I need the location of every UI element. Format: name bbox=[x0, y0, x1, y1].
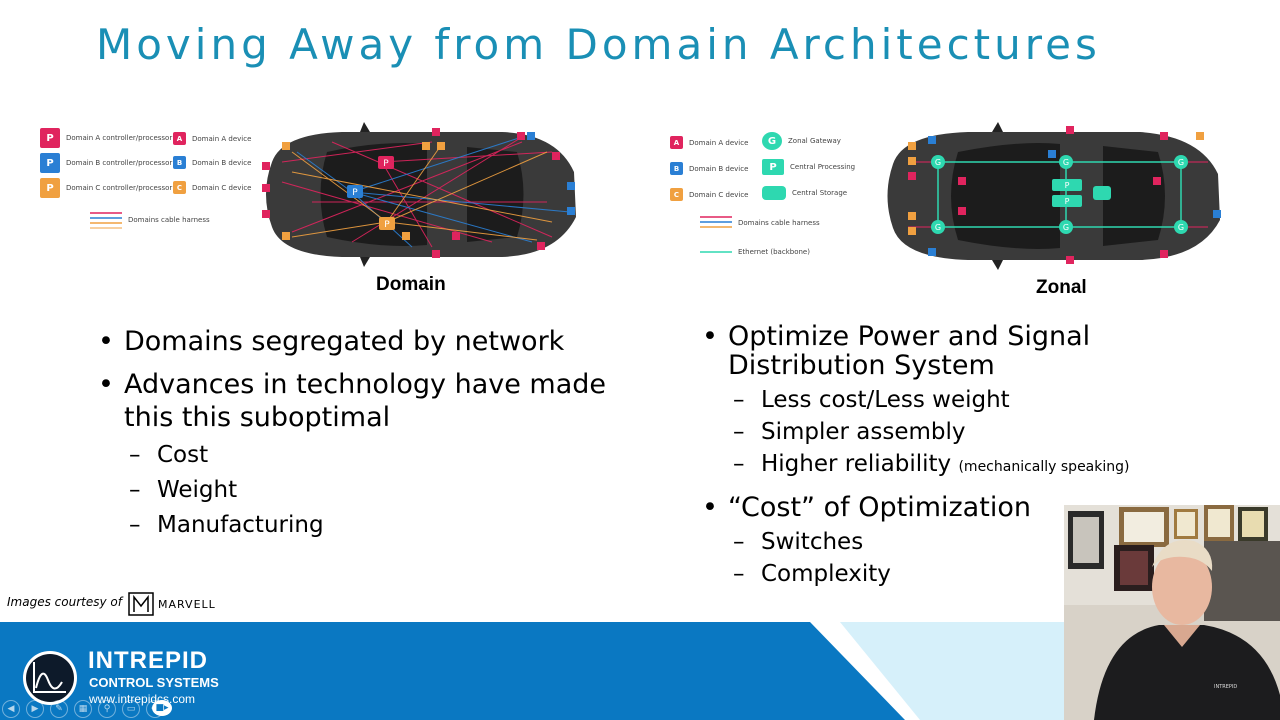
sub-bullet-simpler-assembly: Simpler assembly bbox=[731, 416, 1142, 448]
images-courtesy-text: Images courtesy of bbox=[7, 595, 122, 609]
svg-text:INTREPID: INTREPID bbox=[1214, 684, 1237, 690]
marvell-logo-icon bbox=[128, 592, 154, 616]
zonal-gateway-icon: G bbox=[762, 132, 782, 150]
svg-text:G: G bbox=[1063, 223, 1069, 232]
domain-car-diagram: P P P bbox=[262, 122, 576, 267]
svg-text:P: P bbox=[383, 159, 389, 169]
svg-text:P: P bbox=[1065, 181, 1070, 190]
domain-c-device-icon: C bbox=[173, 181, 186, 194]
central-storage-icon bbox=[762, 186, 786, 200]
bullet-advances: Advances in technology have made this th… bbox=[98, 368, 618, 434]
domain-a-processor-icon: P bbox=[40, 128, 60, 148]
bullet-optimize: Optimize Power and Signal Distribution S… bbox=[702, 322, 1142, 380]
company-tagline: CONTROL SYSTEMS bbox=[89, 675, 219, 690]
domain-a-device-icon: A bbox=[670, 136, 683, 149]
zonal-car-diagram: G G G G G G PP bbox=[887, 122, 1221, 270]
previous-slide-icon[interactable]: ◀ bbox=[2, 700, 20, 718]
svg-text:G: G bbox=[935, 158, 941, 167]
zonal-bullets: Optimize Power and Signal Distribution S… bbox=[702, 322, 1142, 590]
cable-harness-icon bbox=[90, 212, 122, 229]
domain-a-device-icon: A bbox=[173, 132, 186, 145]
svg-text:G: G bbox=[935, 223, 941, 232]
svg-text:G: G bbox=[1063, 158, 1069, 167]
sub-bullet-complexity: Complexity bbox=[731, 558, 1142, 590]
sub-bullet-manufacturing: Manufacturing bbox=[127, 508, 618, 543]
domain-caption: Domain bbox=[376, 274, 446, 295]
presentation-controls: ◀ ▶ ✎ ▦ ⚲ ▭ ⋯ bbox=[2, 700, 164, 718]
svg-text:P: P bbox=[384, 220, 390, 230]
svg-text:P: P bbox=[352, 188, 358, 198]
svg-text:G: G bbox=[1178, 158, 1184, 167]
marvell-logo: MARVELL bbox=[128, 592, 216, 616]
sub-bullet-weight: Weight bbox=[127, 473, 618, 508]
intrepid-logo bbox=[23, 651, 77, 705]
domain-bullets: Domains segregated by network Advances i… bbox=[98, 325, 618, 543]
cable-harness-icon bbox=[700, 216, 732, 228]
domain-c-processor-icon: P bbox=[40, 178, 60, 198]
next-slide-icon[interactable]: ▶ bbox=[26, 700, 44, 718]
webcam-feed: INTREPID bbox=[1064, 505, 1280, 720]
reliability-note: (mechanically speaking) bbox=[958, 459, 1130, 475]
pen-icon[interactable]: ✎ bbox=[50, 700, 68, 718]
domain-c-device-icon: C bbox=[670, 188, 683, 201]
bullet-cost-of-optimization: “Cost” of Optimization bbox=[702, 491, 1142, 524]
svg-text:P: P bbox=[1065, 197, 1070, 206]
domain-b-device-icon: B bbox=[173, 156, 186, 169]
company-name: INTREPID bbox=[88, 647, 209, 674]
camera-icon[interactable]: ■▸ bbox=[152, 700, 172, 716]
intrepid-brand: INTREPID CONTROL SYSTEMS www.intrepidcs.… bbox=[88, 647, 219, 707]
bullet-domains-segregated: Domains segregated by network bbox=[98, 325, 618, 358]
central-processing-icon: P bbox=[762, 159, 784, 175]
sub-bullet-switches: Switches bbox=[731, 526, 1142, 558]
sub-bullet-cost: Cost bbox=[127, 438, 618, 473]
svg-text:G: G bbox=[1178, 223, 1184, 232]
zoom-icon[interactable]: ⚲ bbox=[98, 700, 116, 718]
zonal-caption: Zonal bbox=[1036, 277, 1087, 298]
slide-title: Moving Away from Domain Architectures bbox=[96, 20, 1101, 69]
subtitles-icon[interactable]: ▭ bbox=[122, 700, 140, 718]
slides-icon[interactable]: ▦ bbox=[74, 700, 92, 718]
domain-b-device-icon: B bbox=[670, 162, 683, 175]
sub-bullet-less-cost: Less cost/Less weight bbox=[731, 384, 1142, 416]
ethernet-backbone-icon bbox=[700, 251, 732, 253]
sub-bullet-higher-reliability: Higher reliability (mechanically speakin… bbox=[731, 448, 1142, 483]
domain-b-processor-icon: P bbox=[40, 153, 60, 173]
